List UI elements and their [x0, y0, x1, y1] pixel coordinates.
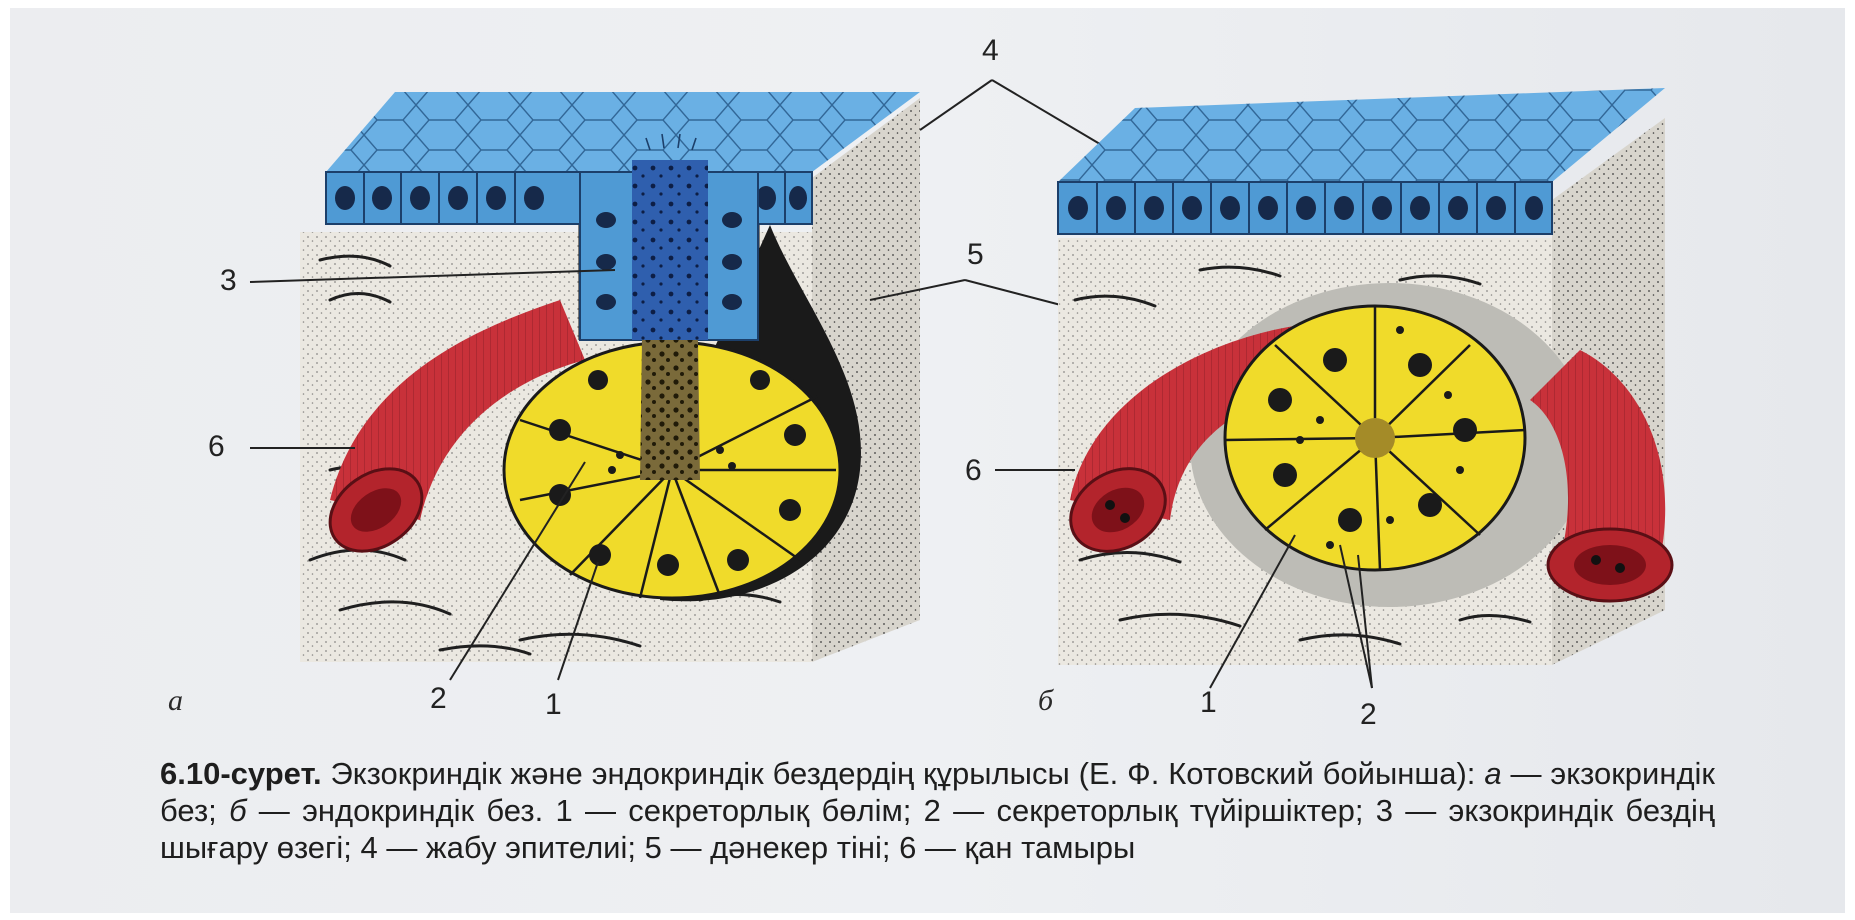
- caption-letter-b: б: [229, 793, 246, 828]
- callout-5: 5: [967, 240, 984, 270]
- caption-text-3: — эндокриндік без. 1 — секреторлық бөлім…: [160, 793, 1715, 865]
- callout-2-b: 2: [1360, 700, 1377, 730]
- panel-b-endocrine-gland: [995, 88, 1672, 688]
- callout-1-a: 1: [545, 690, 562, 720]
- callout-1-b: 1: [1200, 688, 1217, 718]
- callout-4: 4: [982, 36, 999, 66]
- panel-letter-a: а: [168, 684, 183, 718]
- panel-a-exocrine-gland: [250, 80, 1110, 680]
- caption-label: 6.10-сурет.: [160, 756, 322, 791]
- callout-3: 3: [220, 266, 237, 296]
- callout-2-a: 2: [430, 684, 447, 714]
- secretory-portion-b: [1225, 306, 1525, 570]
- callout-6-a: 6: [208, 432, 225, 462]
- figure-caption: 6.10-сурет. Экзокриндік және эндокриндік…: [160, 755, 1715, 866]
- caption-letter-a: а: [1484, 756, 1501, 791]
- caption-text-1: Экзокриндік және эндокриндік бездердің қ…: [322, 756, 1485, 791]
- callout-6-b: 6: [965, 456, 982, 486]
- panel-letter-b: б: [1038, 684, 1053, 718]
